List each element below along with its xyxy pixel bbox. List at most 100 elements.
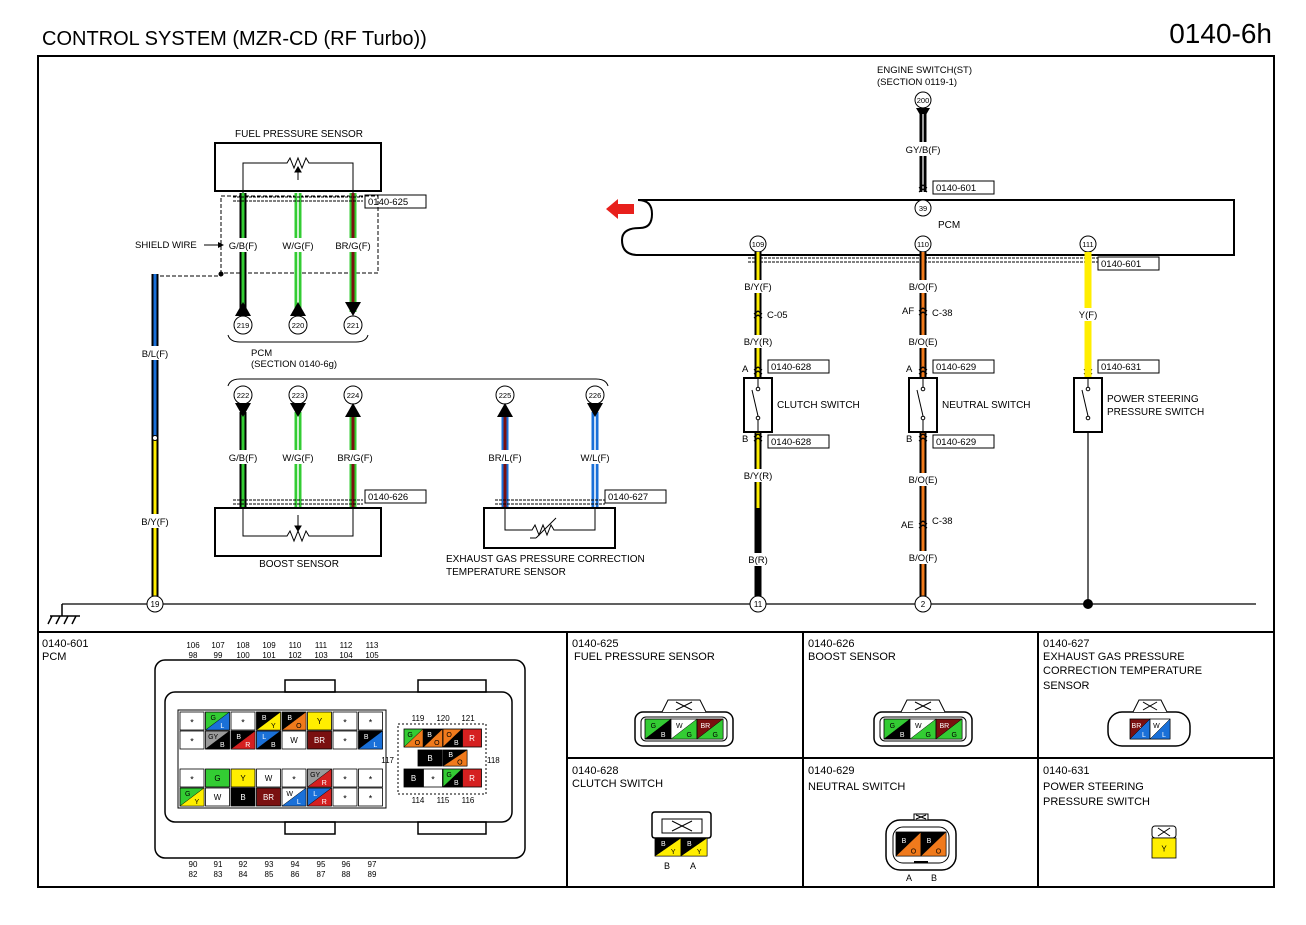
shield-label-bg (136, 514, 174, 528)
clutch-connector-box-a (767, 359, 830, 374)
svg-text:L: L (313, 791, 317, 798)
exhaust-wire-label-1: BR/L(F) (488, 453, 521, 464)
pin-cell: GL (204, 711, 230, 731)
pin-arrow-up (345, 403, 361, 417)
panel-fuel-code: 0140-625 (572, 638, 619, 650)
ps-label-bg (1074, 308, 1102, 321)
svg-text:O: O (296, 723, 302, 730)
svg-text:*: * (343, 794, 347, 804)
svg-text:B: B (240, 793, 245, 802)
fuel-wire-label-2: W/G(F) (282, 241, 313, 252)
ps-connector-face (1151, 825, 1177, 839)
svg-text:111: 111 (315, 641, 328, 650)
svg-text:*: * (241, 718, 245, 728)
thermistor-icon (504, 508, 596, 539)
pin-cell: R (462, 728, 482, 748)
svg-text:B: B (427, 754, 432, 763)
engine-wire-label-bg (900, 142, 946, 156)
panel-pcm-name: PCM (42, 651, 66, 663)
pin-cell: BO (281, 711, 307, 731)
exhaust-sensor-box (483, 507, 616, 549)
pin-cell: * (332, 787, 358, 807)
svg-text:W: W (915, 723, 922, 730)
pin-cell: R (462, 768, 482, 788)
svg-text:*: * (190, 737, 194, 747)
svg-text:103: 103 (314, 651, 328, 660)
boost-connector-box (364, 489, 427, 504)
svg-text:R: R (469, 734, 475, 743)
ground-pin-11 (749, 595, 767, 613)
svg-text:98: 98 (189, 651, 198, 660)
svg-text:88: 88 (342, 870, 351, 879)
neutral-label-bg (903, 473, 943, 486)
svg-text:G: G (651, 723, 656, 730)
panel-boost-code: 0140-626 (808, 638, 855, 650)
pin-arrow-up (290, 302, 306, 316)
pcm-right-connector-code: 0140-601 (1101, 259, 1141, 270)
svg-text:Y: Y (697, 849, 702, 856)
clutch-label-bg (744, 553, 772, 566)
svg-text:*: * (343, 737, 347, 747)
clutch-wire1-label: B/Y(F) (744, 282, 771, 293)
svg-text:114: 114 (412, 796, 425, 805)
pin-cell: * (179, 711, 205, 731)
pin-arrow-down (345, 302, 361, 316)
pin-cell: BR (256, 787, 281, 807)
neutral-label-bg (903, 335, 943, 348)
pin-cell: BO (895, 831, 922, 857)
pcm-pin-219: 219 (237, 321, 250, 330)
shield-wire-label-by: B/Y(F) (141, 517, 168, 528)
svg-text:94: 94 (291, 860, 300, 869)
svg-text:L: L (220, 723, 224, 730)
pin-cell: * (358, 787, 383, 807)
shield-junction-dot (218, 271, 224, 277)
pcm-pin-39-label: 39 (919, 204, 927, 213)
svg-text:L: L (297, 799, 301, 806)
exhaust-connector-lines (495, 499, 605, 505)
pin-cell: * (230, 711, 256, 731)
svg-text:B: B (900, 732, 905, 739)
pin-cell: G (205, 768, 230, 788)
fuel-sensor-name: FUEL PRESSURE SENSOR (235, 129, 363, 140)
pin-cell: BO (442, 749, 468, 766)
fuel-connector-lines (233, 196, 363, 202)
pin-cell: GO (403, 728, 424, 748)
pin-cell: GYB (204, 730, 230, 750)
svg-text:B: B (454, 780, 459, 787)
ps-wire-label: Y(F) (1079, 310, 1097, 321)
neutral-wire1-label: B/O(F) (909, 282, 938, 293)
pin-cell: BO (920, 831, 947, 857)
neutral-switch-name: NEUTRAL SWITCH (942, 400, 1031, 411)
svg-text:92: 92 (239, 860, 248, 869)
engine-switch-section: (SECTION 0119-1) (877, 77, 957, 88)
page-title: CONTROL SYSTEM (MZR-CD (RF Turbo)) (42, 28, 427, 50)
svg-text:119: 119 (412, 714, 425, 723)
pin-cell: WG (909, 718, 937, 740)
panel-ps-name-2: PRESSURE SWITCH (1043, 796, 1150, 808)
pin-cell: BY (255, 711, 281, 731)
svg-text:O: O (936, 849, 942, 856)
svg-text:W: W (290, 736, 298, 745)
svg-text:Y: Y (240, 774, 246, 783)
page-code: 0140-6h (1169, 18, 1272, 49)
diagram-frame (37, 55, 1275, 888)
clutch-joint-label: C-05 (767, 310, 788, 321)
svg-text:*: * (369, 718, 373, 728)
engine-connector-code: 0140-601 (936, 183, 976, 194)
neutral-joint2-prefix: AE (901, 520, 914, 531)
svg-text:W: W (676, 723, 683, 730)
pin-cell: BR (307, 730, 332, 750)
svg-text:84: 84 (239, 870, 248, 879)
pin-arrow-up (235, 302, 251, 316)
panel-clutch-name: CLUTCH SWITCH (572, 778, 663, 790)
svg-text:90: 90 (189, 860, 198, 869)
pin-cell: BRL (1129, 718, 1151, 740)
neutral-label-bg (903, 280, 943, 293)
svg-text:101: 101 (262, 651, 276, 660)
svg-text:112: 112 (340, 641, 353, 650)
fuel-wire-label-1: G/B(F) (229, 241, 258, 252)
pin-cell: * (332, 768, 358, 788)
